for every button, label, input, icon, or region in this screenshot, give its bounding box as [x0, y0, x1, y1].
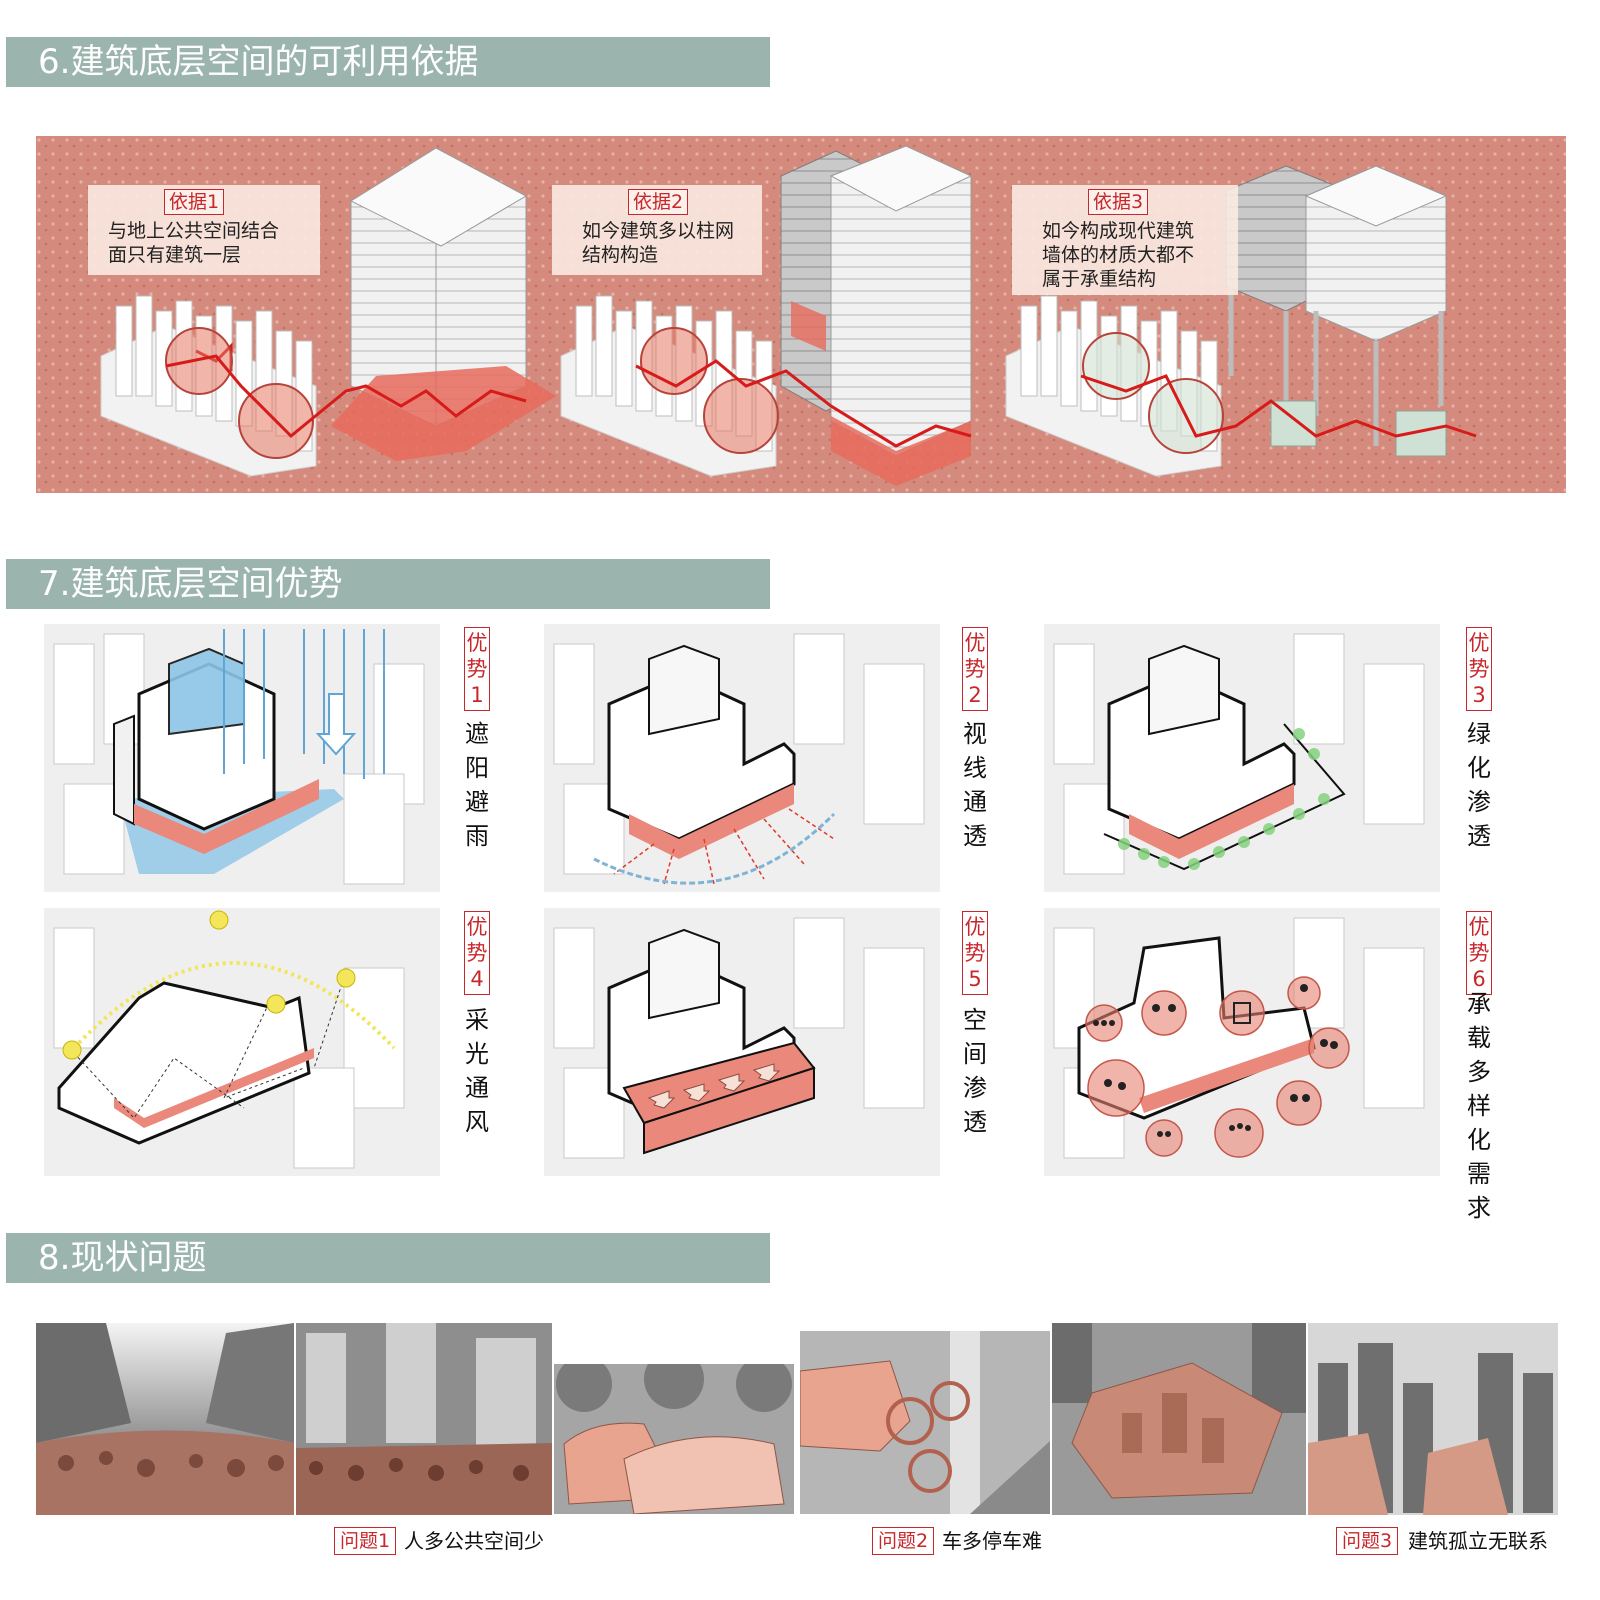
advantage5-text: 空间渗透 — [963, 1006, 987, 1136]
basis3-note: 依据3 如今构成现代建筑 墙体的材质大都不 属于承重结构 — [1012, 185, 1238, 295]
problem3-tag: 问题3 — [1336, 1527, 1399, 1555]
advantage2-diagram — [544, 624, 940, 892]
basis-panel: 依据1 与地上公共空间结合 面只有建筑一层 依据2 如今建筑多以柱网 结构构造 … — [36, 136, 1566, 493]
advantage6-text: 承载多样化需求 — [1467, 990, 1491, 1222]
crowd-plaza-photo — [296, 1323, 552, 1515]
advantage4-text: 采光通风 — [465, 1006, 489, 1136]
problem1-text: 人多公共空间少 — [404, 1529, 544, 1553]
problem2-tag: 问题2 — [872, 1527, 935, 1555]
basis1-line2: 面只有建筑一层 — [108, 244, 242, 266]
basis3-line3: 属于承重结构 — [1042, 268, 1157, 290]
advantage5-diagram — [544, 908, 940, 1176]
basis1-line1: 与地上公共空间结合 — [108, 220, 280, 242]
advantage3-diagram — [1044, 624, 1440, 892]
problem2-text: 车多停车难 — [942, 1529, 1042, 1553]
advantage1-text: 遮阳避雨 — [465, 720, 489, 850]
basis3-scene — [1005, 165, 1477, 477]
advantage6-tag: 优势6 — [1466, 911, 1492, 995]
advantage5-tag: 优势5 — [962, 911, 988, 995]
advantage4-diagram — [44, 908, 440, 1176]
basis2-line2: 结构构造 — [582, 244, 659, 266]
advantage3-text: 绿化渗透 — [1467, 720, 1491, 850]
basis1-scene — [100, 147, 556, 477]
advantage2-text: 视线通透 — [963, 720, 987, 850]
basis-illustration — [36, 136, 1566, 493]
crowd-street-photo — [36, 1323, 294, 1515]
isolated-towers-photo — [1308, 1323, 1558, 1515]
section7-title: 7.建筑底层空间优势 — [6, 559, 770, 609]
basis3-tag: 依据3 — [1088, 189, 1149, 215]
basis2-line1: 如今建筑多以柱网 — [582, 220, 735, 242]
advantage1-tag: 优势1 — [464, 627, 490, 711]
basis3-line2: 墙体的材质大都不 — [1042, 244, 1195, 266]
basis1-tag: 依据1 — [164, 189, 225, 215]
problem1-tag: 问题1 — [334, 1527, 397, 1555]
advantage1-diagram — [44, 624, 440, 892]
dense-city-aerial-photo — [1052, 1323, 1306, 1515]
basis1-note: 依据1 与地上公共空间结合 面只有建筑一层 — [88, 185, 320, 275]
advantage6-diagram — [1044, 908, 1440, 1176]
advantage2-tag: 优势2 — [962, 627, 988, 711]
basis2-note: 依据2 如今建筑多以柱网 结构构造 — [552, 185, 762, 275]
traffic-jam-photo — [554, 1364, 794, 1514]
basis2-tag: 依据2 — [628, 189, 689, 215]
parked-bikes-photo — [800, 1331, 1050, 1514]
basis3-line1: 如今构成现代建筑 — [1042, 220, 1195, 242]
advantage4-tag: 优势4 — [464, 911, 490, 995]
basis2-scene — [560, 145, 973, 486]
section8-title: 8.现状问题 — [6, 1233, 770, 1283]
problem3-text: 建筑孤立无联系 — [1408, 1529, 1548, 1553]
advantage3-tag: 优势3 — [1466, 627, 1492, 711]
section6-title: 6.建筑底层空间的可利用依据 — [6, 37, 770, 87]
